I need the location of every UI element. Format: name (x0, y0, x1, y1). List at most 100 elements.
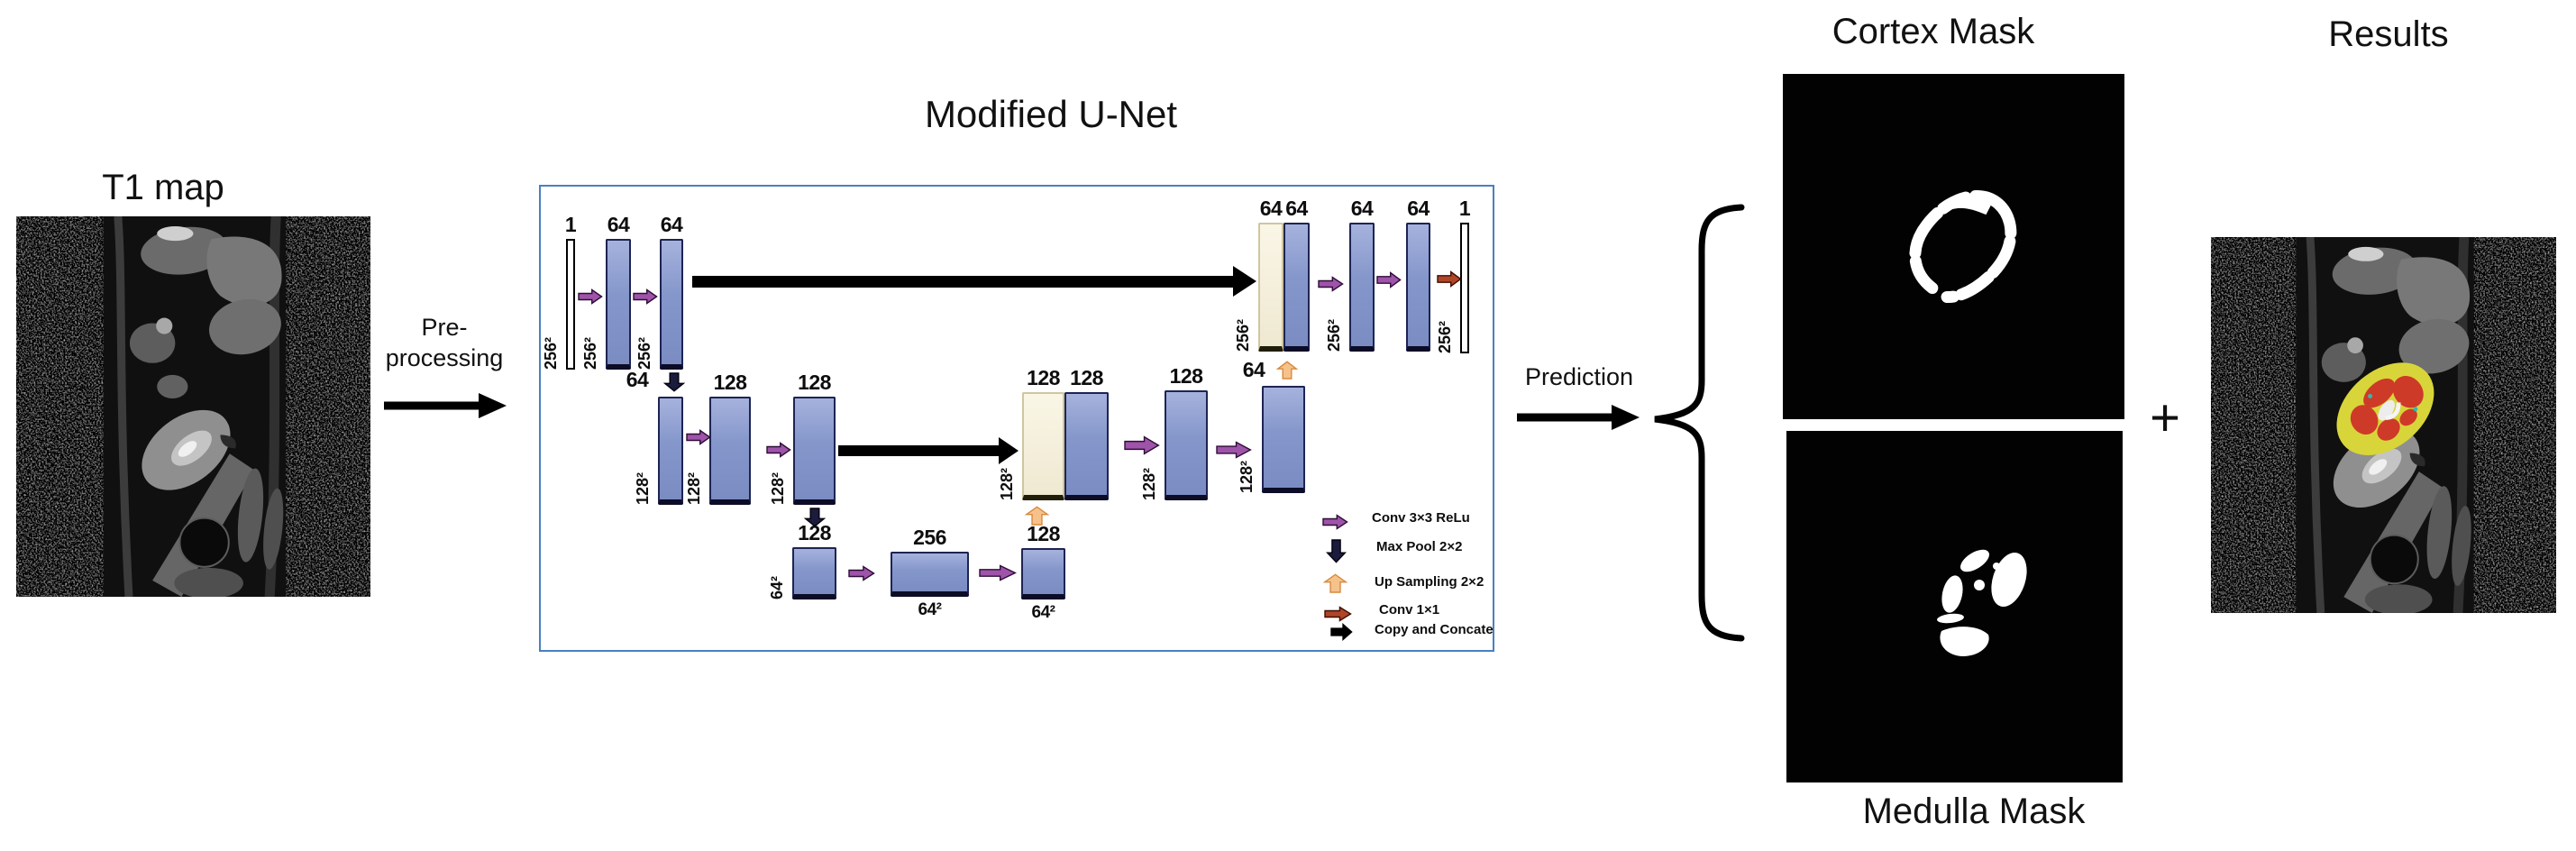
conv-arrow-icon (1377, 272, 1401, 288)
legend-label-maxpool: Max Pool 2×2 (1376, 539, 1463, 554)
unet-block-channels-label: 128 (798, 371, 831, 394)
legend-label-upsample: Up Sampling 2×2 (1375, 574, 1484, 590)
preprocessing-line1: Pre- (421, 314, 468, 341)
unet-block-channels-label: 64 (1242, 358, 1265, 381)
unet-block-size-label: 256² (1436, 320, 1454, 353)
unet-block-channels-label: 64 (1350, 197, 1374, 220)
unet-block-channels-label: 128 (1169, 364, 1203, 388)
unet-block-blue (792, 547, 836, 599)
conv-arrow-icon (1125, 436, 1159, 454)
unet-block-blue (658, 397, 683, 505)
unet-block-blue (709, 397, 751, 505)
unet-title: Modified U-Net (924, 93, 1178, 135)
conv1x1-arrow-icon (1325, 607, 1351, 621)
unet-block-size-label: 64² (768, 575, 786, 599)
results-title: Results (2328, 14, 2449, 54)
unet-block-size-label: 128² (769, 471, 787, 505)
results-image (2211, 237, 2556, 613)
medulla-mask-image (1786, 431, 2123, 782)
conv-arrow-icon (980, 565, 1016, 581)
unet-block-channels-label: 128 (1070, 366, 1103, 389)
unet-block-cream (1258, 223, 1283, 352)
legend-label-conv: Conv 3×3 ReLu (1372, 510, 1470, 526)
t1-map-title: T1 map (102, 168, 224, 207)
unet-block-blue (1283, 223, 1310, 352)
unet-block-channels-label: 64 (1285, 197, 1308, 220)
unet-block-channels-label: 128 (1027, 522, 1060, 545)
conv-arrow-icon (767, 443, 790, 457)
unet-block-size-label: 256² (542, 336, 560, 370)
cortex-mask-title: Cortex Mask (1832, 12, 2035, 51)
conv-arrow-icon (579, 289, 602, 304)
unet-block-blue (1165, 390, 1208, 500)
conv-arrow-icon (1319, 277, 1343, 291)
medulla-mask-title: Medulla Mask (1862, 792, 2086, 831)
preprocessing-label: Pre- processing (363, 312, 525, 373)
cortex-mask-graphic (1783, 74, 2124, 419)
unet-block-size-label: 128² (1140, 467, 1158, 500)
brace-icon (1654, 204, 1745, 642)
results-mri-graphic (2211, 237, 2556, 613)
copy-arrow-icon (1331, 624, 1352, 640)
unet-block-channels-label: 64 (1259, 197, 1283, 220)
t1-map-image (16, 216, 370, 597)
unet-block-channels-label: 256 (913, 526, 946, 549)
upsample-arrow-icon (1277, 361, 1297, 379)
unet-block-channels-label: 128 (1027, 366, 1060, 389)
copy-concat-arrow-head (999, 437, 1019, 464)
prediction-label: Prediction (1524, 363, 1634, 390)
unet-block-size-label: 64² (1031, 603, 1055, 622)
cortex-mask-image (1783, 74, 2124, 419)
unet-block-size-label: 64² (918, 600, 942, 619)
unet-block-channels-label: 64 (660, 213, 683, 236)
medulla-mask-graphic (1786, 431, 2123, 782)
conv-arrow-icon (1217, 442, 1251, 458)
unet-block-size-label: 256² (581, 336, 599, 370)
upsample-arrow-icon (1324, 574, 1347, 592)
copy-concat-arrow-shaft (692, 275, 1236, 288)
unet-block-size-label: 128² (634, 471, 652, 505)
unet-block-blue (606, 239, 631, 370)
conv-arrow-icon (849, 566, 874, 581)
copy-concat-arrow-head (1233, 266, 1256, 297)
unet-block-blue (660, 239, 683, 370)
t1-map-mri-graphic (16, 216, 370, 597)
preprocessing-arrow-icon (384, 393, 507, 418)
copy-concat-arrow-shaft (838, 445, 1001, 456)
unet-block-channels-label: 128 (713, 371, 747, 394)
legend-label-copy: Copy and Concate (1375, 622, 1494, 637)
unet-block-size-label: 256² (635, 336, 653, 370)
unet-block-blue (1262, 386, 1305, 493)
conv-arrow-icon (687, 430, 710, 444)
unet-block-size-label: 256² (1325, 318, 1343, 352)
conv-arrow-icon (1323, 515, 1347, 529)
unet-block-channels-label: 64 (1407, 197, 1430, 220)
medulla-blobs (1937, 549, 2027, 656)
unet-block-channels-label: 1 (564, 213, 577, 236)
unet-block-channels-label: 1 (1458, 197, 1471, 220)
unet-block-blue (1021, 548, 1065, 599)
unet-block-cream (1022, 392, 1064, 500)
unet-block-channels-label: 64 (626, 368, 649, 391)
unet-block-channels-label: 64 (607, 213, 630, 236)
unet-block-size-label: 128² (685, 471, 703, 505)
prediction-arrow-icon (1517, 405, 1640, 430)
maxpool-arrow-icon (805, 508, 825, 526)
unet-block-blue (1406, 223, 1430, 352)
unet-block-io (566, 239, 575, 370)
preprocessing-line2: processing (385, 344, 504, 371)
unet-block-size-label: 256² (1234, 318, 1252, 352)
kidney-segmentation-overlay (2336, 362, 2434, 455)
unet-block-io (1460, 223, 1469, 353)
maxpool-arrow-icon (664, 373, 684, 391)
conv-arrow-icon (634, 289, 657, 304)
unet-block-blue (793, 397, 836, 505)
cortex-shape (1909, 189, 2017, 303)
plus-sign: + (2150, 389, 2180, 447)
unet-block-blue (891, 552, 969, 597)
legend-label-conv1x1: Conv 1×1 (1379, 602, 1440, 618)
unet-block-blue (1349, 223, 1375, 352)
maxpool-arrow-icon (1327, 540, 1346, 563)
conv1x1-arrow-icon (1438, 271, 1461, 287)
